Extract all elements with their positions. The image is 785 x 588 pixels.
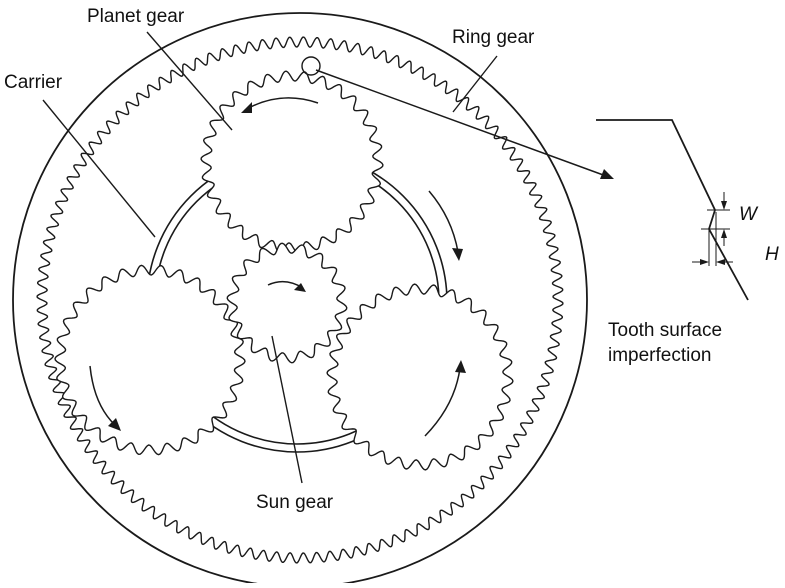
label-tooth-surface: Tooth surface	[608, 320, 722, 341]
label-ring-gear: Ring gear	[452, 27, 535, 48]
label-sun-gear: Sun gear	[256, 492, 334, 513]
sun-gear	[226, 242, 348, 364]
ring-rotation-arrow	[428, 190, 459, 253]
carrier-leader-line	[42, 99, 156, 238]
planet-gear-right	[326, 283, 514, 471]
imperfection-marker	[301, 56, 321, 76]
label-w: W	[739, 204, 759, 225]
planet-gear-leader-line	[146, 31, 233, 131]
sun-gear-leader-line	[271, 335, 303, 484]
planet-right-rotation-arrow	[424, 367, 461, 437]
label-h: H	[765, 244, 779, 265]
label-planet-gear: Planet gear	[87, 6, 185, 27]
arrowhead	[455, 360, 466, 373]
label-carrier: Carrier	[4, 72, 63, 93]
ring-gear-leader-line	[452, 55, 498, 113]
planet-left-rotation-arrow	[89, 365, 116, 426]
leader-arrowhead	[600, 169, 614, 179]
label-imperfection: imperfection	[608, 345, 712, 366]
arrowhead	[108, 418, 121, 431]
planet-gear-top	[200, 70, 384, 254]
ring-gear-teeth	[36, 36, 564, 564]
arrowhead	[241, 102, 252, 113]
w-arrow-bottom	[721, 229, 727, 238]
arrowhead	[452, 248, 463, 261]
planet-gear-left	[54, 264, 246, 456]
h-arrow-left	[700, 259, 709, 265]
h-arrow-right	[716, 259, 725, 265]
w-arrow-top	[721, 201, 727, 210]
arrowhead	[294, 283, 306, 292]
imperfection-leader-line	[315, 69, 607, 177]
